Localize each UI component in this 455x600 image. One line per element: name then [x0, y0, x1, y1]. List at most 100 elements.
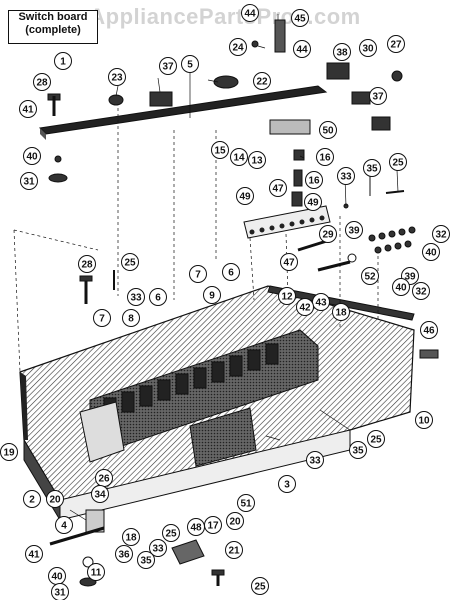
callout-43: 40	[392, 278, 410, 296]
callout-label: 21	[228, 546, 240, 557]
callout-circle	[149, 539, 167, 557]
callout-58: 3	[278, 475, 296, 493]
callout-label: 34	[94, 490, 106, 501]
callout-circle	[55, 516, 73, 534]
callout-circle	[226, 512, 244, 530]
callout-label: 13	[251, 156, 263, 167]
callout-circle	[422, 243, 440, 261]
callout-label: 22	[256, 77, 268, 88]
callout-label: 33	[152, 544, 164, 555]
callout-circle	[46, 490, 64, 508]
callout-label: 3	[284, 480, 290, 491]
callout-72: 35	[137, 551, 155, 569]
callout-62: 17	[204, 516, 222, 534]
callout-51: 46	[420, 321, 438, 339]
callout-label: 44	[296, 45, 308, 56]
callout-label: 25	[165, 529, 177, 540]
callout-45: 7	[93, 309, 111, 327]
callout-label: 9	[209, 291, 215, 302]
callout-30: 39	[345, 221, 363, 239]
callout-circle	[23, 490, 41, 508]
callout-circle	[189, 265, 207, 283]
callout-circle	[222, 263, 240, 281]
callout-circle	[248, 151, 266, 169]
callout-label: 35	[352, 446, 364, 457]
callout-label: 42	[299, 303, 311, 314]
callout-2: 45	[291, 9, 309, 27]
watermark: AppliancePartsPros.com	[89, 4, 361, 29]
callout-label: 49	[239, 192, 251, 203]
callout-circle	[361, 267, 379, 285]
callout-label: 28	[36, 78, 48, 89]
callout-circle	[278, 287, 296, 305]
callout-label: 26	[98, 474, 110, 485]
callout-label: 16	[319, 153, 331, 164]
callout-circle	[241, 4, 259, 22]
callout-67: 48	[187, 518, 205, 536]
callout-29: 29	[319, 225, 337, 243]
callout-label: 44	[244, 9, 256, 20]
callout-label: 25	[392, 158, 404, 169]
callout-23: 33	[337, 167, 355, 185]
callout-label: 19	[3, 448, 15, 459]
callout-circle	[251, 577, 269, 595]
callout-circle	[332, 303, 350, 321]
callout-38: 52	[361, 267, 379, 285]
callout-31: 32	[432, 225, 450, 243]
callout-label: 18	[125, 533, 137, 544]
callout-68: 25	[162, 524, 180, 542]
callout-46: 8	[122, 309, 140, 327]
callout-circle	[230, 148, 248, 166]
callout-circle	[280, 253, 298, 271]
callout-0: 1	[54, 52, 72, 70]
callout-label: 23	[111, 73, 123, 84]
callout-21: 16	[316, 148, 334, 166]
callout-circle	[51, 583, 69, 600]
callout-label: 40	[425, 248, 437, 259]
callout-label: 35	[366, 164, 378, 175]
callout-circle	[387, 35, 405, 53]
callout-35: 7	[189, 265, 207, 283]
callout-circle	[420, 321, 438, 339]
callout-circle	[127, 288, 145, 306]
callout-36: 6	[222, 263, 240, 281]
callout-label: 49	[307, 198, 319, 209]
callout-53: 19	[0, 443, 18, 461]
callout-circle	[159, 57, 177, 75]
callout-label: 45	[294, 14, 306, 25]
callout-label: 30	[362, 44, 374, 55]
callout-circle	[149, 288, 167, 306]
callout-circle	[345, 221, 363, 239]
callout-circle	[237, 494, 255, 512]
callout-label: 32	[415, 287, 427, 298]
callout-label: 31	[23, 177, 35, 188]
callout-circle	[392, 278, 410, 296]
callout-label: 5	[187, 60, 193, 71]
callout-32: 40	[422, 243, 440, 261]
callout-52: 10	[415, 411, 433, 429]
callout-circle	[33, 73, 51, 91]
callout-label: 18	[335, 308, 347, 319]
title-line-2: (complete)	[25, 24, 81, 36]
callout-circle	[305, 171, 323, 189]
callout-77: 25	[251, 577, 269, 595]
callout-label: 47	[283, 258, 295, 269]
callout-55: 35	[349, 441, 367, 459]
callout-circle	[333, 43, 351, 61]
callout-circle	[432, 225, 450, 243]
callout-14: 37	[369, 87, 387, 105]
callout-8: 5	[181, 55, 199, 73]
callout-circle	[306, 451, 324, 469]
callout-11: 30	[359, 39, 377, 57]
callout-circle	[87, 563, 105, 581]
callout-label: 6	[228, 268, 234, 279]
callout-label: 33	[340, 172, 352, 183]
callout-circle	[187, 518, 205, 536]
callout-circle	[269, 179, 287, 197]
callout-57: 26	[95, 469, 113, 487]
callout-label: 25	[370, 435, 382, 446]
callout-73: 11	[87, 563, 105, 581]
callout-circle	[78, 255, 96, 273]
callout-circle	[312, 293, 330, 311]
